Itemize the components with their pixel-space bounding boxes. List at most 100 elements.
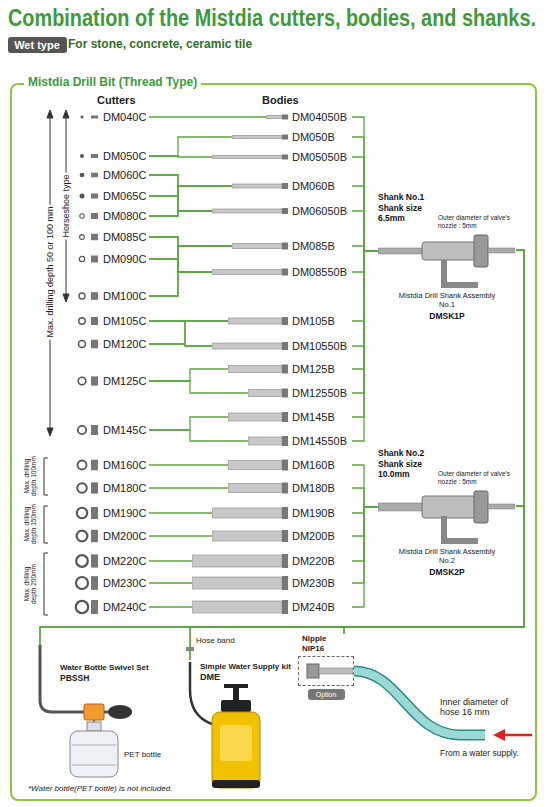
tube-thread [282,460,288,471]
tube [192,577,282,589]
tube-thread [282,436,288,446]
tube [228,366,282,373]
node-text: Nipple [302,634,326,643]
diagram-title: Combination of the Mistdia cutters, bodi… [8,4,536,32]
tube-thread [282,576,288,590]
connector-line [352,251,378,272]
node-text: DMSK2P [392,567,502,577]
cutter-ring [78,377,86,385]
node-text: DM230C [103,575,146,591]
cutter-ring [79,341,86,348]
body-item: DM125B [228,361,352,377]
connector-line [40,250,524,645]
body-item: DM14550B [248,433,352,449]
tube-thread [282,115,288,120]
connector-line [149,535,212,536]
cutter-icon [73,148,101,164]
node-text: DM145B [292,409,335,425]
cutter-end [80,154,84,158]
cutter-side [91,234,98,240]
cutter-item: DM160C [73,457,149,473]
shank-valve [474,491,488,523]
connector-line [352,157,378,251]
body-item: DM240B [192,599,352,615]
tube-thread [282,530,288,542]
shank-handle [444,516,478,541]
tube-thread [282,243,288,250]
connector-line [149,175,232,186]
body-item: DM160B [228,457,352,473]
body-item: DM145B [228,409,352,425]
connector-line [352,251,378,393]
node-text: DM240B [292,599,335,615]
node-text: DM220C [103,553,146,569]
body-item: DM230B [192,575,352,591]
nut [307,664,319,678]
connector-line [352,507,378,513]
cutter-side [91,425,98,435]
connector-line [149,512,212,513]
connector-line [149,116,266,117]
part-box: Wet type [8,37,67,53]
cutter-ring [76,577,88,589]
tube [212,531,282,541]
cutter-ring [76,601,88,613]
connector-line [149,175,212,211]
connector-line [149,246,232,259]
cutter-icon [73,336,101,352]
connector-line [190,250,524,660]
tube [232,244,282,249]
cutter-icon [73,167,101,183]
connector-line [149,321,228,344]
body-item: DM12550B [248,385,352,401]
tube [228,461,282,470]
body-item: DM08550B [212,264,352,280]
node-text: DM080C [103,208,146,224]
cutter-ring [78,426,86,434]
part-box: Shank No.2 Shank size 10.0mmOuter diamet… [378,448,516,583]
node-text: Outer diameter of valve's nozzle : 5mm [438,470,515,486]
cutter-item: DM230C [73,575,149,591]
cutter-icon [73,575,101,591]
connector-line [149,487,228,488]
annotation-label: From a water supply. [440,748,519,758]
tube-thread [282,183,288,189]
node-text: DM100C [103,288,146,304]
connector-line [149,464,228,465]
node-text: Mistdia Drill Bit (Thread Type) [24,75,201,89]
cutter-ring [78,461,87,470]
connector-line [352,488,378,507]
connector-line [352,186,378,251]
node-text: DM090C [103,251,146,267]
depth-bracket [44,506,48,543]
connector-line [149,321,212,346]
depth-bracket [44,458,48,495]
shank-body [422,496,478,518]
node-text: DM200B [292,528,335,544]
cutter-icon [73,480,101,496]
cutter-icon [73,229,101,245]
cutter-side [91,460,98,471]
tube-thread [282,155,288,160]
part-box: Option [308,689,345,700]
cutter-item: DM220C [73,553,149,569]
tube-thread [282,317,288,325]
node-text: DM125B [292,361,335,377]
node-text: DME [200,672,220,682]
connector-line [149,344,212,346]
node-text: Mistdia Drill Shank Assembly No.2 [392,547,502,565]
annotation-label: For stone, concrete, ceramic tile [68,37,252,52]
cutter-item: DM100C [73,288,149,304]
annotation-label: Max. drilling depth 100mm [23,452,37,500]
node-text: Water Bottle Swivel Set [60,663,149,672]
connector-line [149,381,248,393]
node-text: NIP16 [302,644,324,653]
node-text: DM085B [292,238,335,254]
tube-thread [282,365,288,374]
tube [228,484,282,493]
node-text: Shank No.1 Shank size 6.5mm [378,192,438,224]
connector-line [149,582,192,583]
cutter-item: DM080C [73,208,149,224]
